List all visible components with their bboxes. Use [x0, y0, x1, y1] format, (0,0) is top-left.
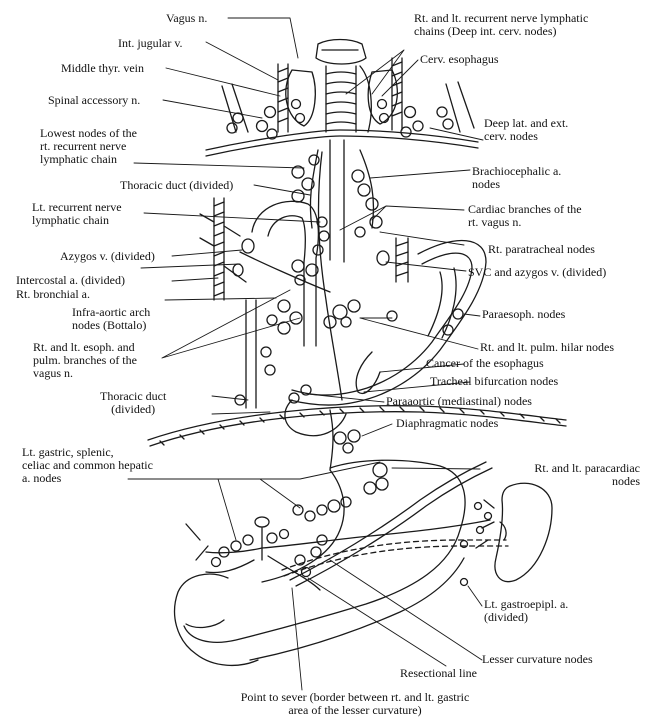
label-spinal-accessory-n: Spinal accessory n. [48, 94, 140, 107]
label-lt-recurrent-nerve-chain: Lt. recurrent nerve lymphatic chain [32, 201, 122, 227]
label-paraesoph-nodes: Paraesoph. nodes [482, 308, 565, 321]
label-int-jugular-v: Int. jugular v. [118, 37, 183, 50]
label-recurrent-nerve-chains: Rt. and lt. recurrent nerve lymphatic ch… [414, 12, 588, 38]
label-paracardiac-nodes: Rt. and lt. paracardiac nodes [480, 462, 640, 488]
label-paraaortic-mediastinal-nodes: Paraaortic (mediastinal) nodes [386, 395, 532, 408]
label-lesser-curvature-nodes: Lesser curvature nodes [482, 653, 593, 666]
label-thoracic-duct-divided: Thoracic duct (divided) [120, 179, 233, 192]
label-cancer-of-esophagus: Cancer of the esophagus [426, 357, 544, 370]
label-vagus-n: Vagus n. [166, 12, 207, 25]
label-svc-azygos-divided: SVC and azygos v. (divided) [468, 266, 606, 279]
label-thoracic-duct-divided-lower: Thoracic duct (divided) [100, 390, 166, 416]
cervical-lymph-nodes [227, 100, 453, 140]
clavicle-band [206, 130, 478, 156]
label-esoph-pulm-branches-vagus: Rt. and lt. esoph. and pulm. branches of… [33, 341, 137, 380]
stomach [175, 460, 508, 665]
label-pulm-hilar-nodes: Rt. and lt. pulm. hilar nodes [480, 341, 614, 354]
diaphragm [148, 406, 566, 446]
label-deep-lat-ext-cerv-nodes: Deep lat. and ext. cerv. nodes [484, 117, 568, 143]
label-lowest-nodes-rt-recurrent: Lowest nodes of the rt. recurrent nerve … [40, 127, 137, 166]
label-rt-bronchial-a: Rt. bronchial a. [16, 288, 90, 301]
spleen [495, 483, 552, 581]
label-cardiac-branches-rt-vagus: Cardiac branches of the rt. vagus n. [468, 203, 582, 229]
label-cerv-esophagus: Cerv. esophagus [420, 53, 499, 66]
celiac-vessels [186, 500, 494, 590]
label-azygos-v-divided: Azygos v. (divided) [60, 250, 155, 263]
label-lt-gastroepipl-a-divided: Lt. gastroepipl. a. (divided) [484, 598, 568, 624]
label-middle-thyr-vein: Middle thyr. vein [61, 62, 144, 75]
label-tracheal-bifurcation-nodes: Tracheal bifurcation nodes [430, 375, 558, 388]
label-brachiocephalic-a-nodes: Brachiocephalic a. nodes [472, 165, 561, 191]
label-intercostal-a-divided: Intercostal a. (divided) [16, 274, 125, 287]
label-rt-paratracheal-nodes: Rt. paratracheal nodes [488, 243, 595, 256]
label-resectional-line: Resectional line [400, 667, 477, 680]
label-infra-aortic-arch-nodes: Infra-aortic arch nodes (Bottalo) [72, 306, 150, 332]
label-lt-gastric-splenic-celiac-nodes: Lt. gastric, splenic, celiac and common … [22, 446, 153, 485]
diaphragmatic-nodes [334, 430, 360, 453]
label-diaphragmatic-nodes: Diaphragmatic nodes [396, 417, 498, 430]
leader-lines [128, 18, 483, 690]
label-point-to-sever: Point to sever (border between rt. and l… [200, 691, 510, 717]
